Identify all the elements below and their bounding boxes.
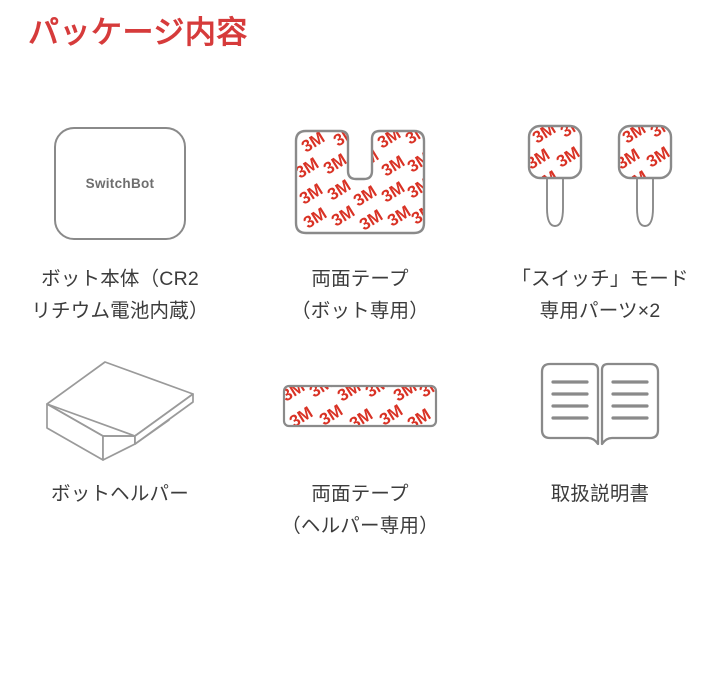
package-item-bot-helper: ボットヘルパー [0, 338, 240, 568]
helper-inner-edge [46, 402, 135, 437]
bot-helper-svg [46, 360, 194, 461]
part-a-arm [546, 175, 564, 227]
helper-body [46, 360, 194, 461]
helper-plate-edge [134, 392, 194, 445]
book-right-page [600, 362, 660, 445]
part-b-pad [619, 126, 671, 178]
package-item-helper-tape: 3M 3M 3M 3M 3M 3M 3M 3M 3M 3M 3M 両面テ [240, 338, 480, 568]
part-a-pad-outline [527, 124, 583, 180]
item-caption-switch-mode-parts: 「スイッチ」モード 専用パーツ×2 [511, 268, 689, 322]
helper-tape-substrate [284, 385, 436, 426]
bot-body-illustration: SwitchBot [20, 108, 220, 258]
package-item-bot-body: SwitchBot ボット本体（CR2 リチウム電池内蔵） [0, 108, 240, 338]
part-a-pad [529, 126, 581, 178]
helper-lip-face [102, 434, 136, 461]
package-item-manual: 取扱説明書 [480, 338, 720, 568]
manual-book-svg [540, 362, 660, 445]
package-items-grid: SwitchBot ボット本体（CR2 リチウム電池内蔵） [0, 108, 720, 568]
item-caption-bot-body: ボット本体（CR2 リチウム電池内蔵） [31, 268, 209, 322]
book-text-lines [551, 379, 649, 420]
item-caption-bot-tape: 両面テープ （ボット専用） [291, 268, 429, 322]
switch-mode-parts-svg: 3M 3M 3M 3M 3M 3M [527, 124, 673, 227]
bot-tape-svg: 3M 3M 3M 3M 3M 3M 3M 3M 3M 3M 3M 3M 3M 3… [294, 129, 426, 235]
page-title: パッケージ内容 [28, 15, 248, 50]
switchbot-logo-text: SwitchBot [85, 175, 155, 191]
helper-tape-svg: 3M 3M 3M 3M 3M 3M 3M 3M 3M 3M 3M [282, 384, 438, 427]
switch-mode-part-a: 3M 3M 3M 3M 3M [527, 124, 583, 227]
bot-body-shape: SwitchBot [54, 126, 186, 240]
switch-mode-part-b: 3M 3M 3M 3M 3M [617, 124, 673, 227]
part-b-arm [636, 175, 654, 227]
item-caption-helper-tape: 両面テープ （ヘルパー専用） [281, 483, 439, 537]
item-caption-bot-helper: ボットヘルパー [51, 483, 189, 505]
book-left-page [540, 362, 600, 445]
package-item-switch-mode-parts: 3M 3M 3M 3M 3M 3M [480, 108, 720, 338]
package-item-bot-tape: 3M 3M 3M 3M 3M 3M 3M 3M 3M 3M 3M 3M 3M 3… [240, 108, 480, 338]
bot-helper-illustration [20, 338, 220, 473]
tape-substrate [296, 131, 424, 233]
svg-text:3M: 3M [531, 167, 561, 196]
svg-text:3M: 3M [621, 167, 651, 196]
tape-outline [294, 129, 426, 235]
helper-tape-illustration: 3M 3M 3M 3M 3M 3M 3M 3M 3M 3M 3M [260, 338, 460, 473]
helper-tape-outline [282, 384, 438, 427]
manual-illustration [500, 338, 700, 473]
switch-mode-parts-illustration: 3M 3M 3M 3M 3M 3M [500, 108, 700, 258]
part-b-pad-outline [617, 124, 673, 180]
item-caption-manual: 取扱説明書 [550, 483, 650, 505]
bot-tape-illustration: 3M 3M 3M 3M 3M 3M 3M 3M 3M 3M 3M 3M 3M 3… [260, 108, 460, 258]
